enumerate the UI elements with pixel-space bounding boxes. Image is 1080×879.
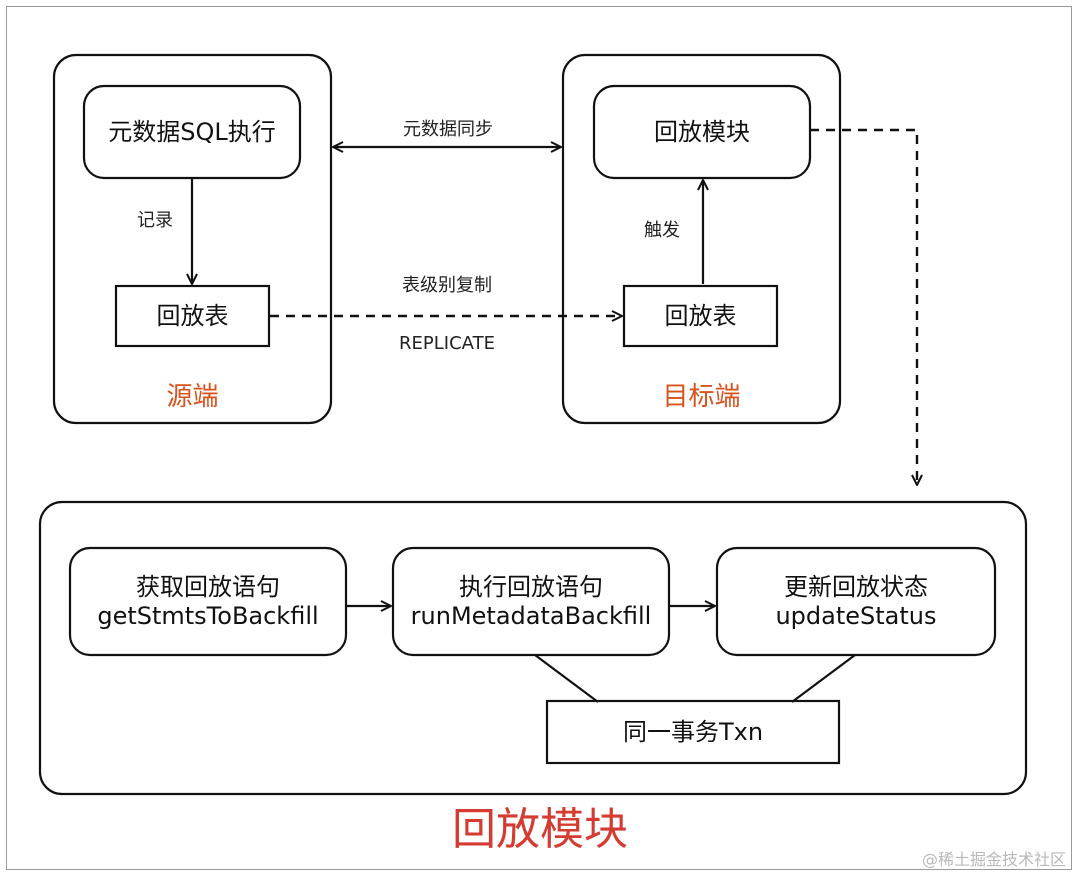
- step-run-backfill-func: runMetadataBackfill: [410, 601, 652, 630]
- target-region: [561, 53, 842, 425]
- step-update-status-title: 更新回放状态: [784, 572, 928, 601]
- txn-node: [545, 699, 841, 765]
- target-backfill-table-label: 回放表: [664, 301, 737, 330]
- step-run-backfill-node: [391, 546, 671, 657]
- module-to-detail-arrow: [810, 128, 923, 486]
- step-get-stmts-func: getStmtsToBackfill: [97, 601, 319, 630]
- step-get-stmts-node: [68, 546, 348, 657]
- step-update-status-node: [715, 546, 997, 657]
- watermark: @稀土掘金技术社区: [921, 850, 1066, 870]
- metadata-sync-label: 元数据同步: [403, 119, 493, 141]
- step-run-backfill-label: 执行回放语句 runMetadataBackfill: [393, 548, 669, 655]
- backfill-module-node: [592, 84, 812, 180]
- table-replication-label: 表级别复制: [402, 275, 492, 297]
- step-get-stmts-title: 获取回放语句: [136, 572, 280, 601]
- source-region-label: 源端: [166, 382, 219, 413]
- replicate-label: REPLICATE: [399, 333, 495, 355]
- record-label: 记录: [137, 210, 173, 232]
- step-update-status-label: 更新回放状态 updateStatus: [717, 548, 995, 655]
- target-backfill-table-node: [622, 284, 779, 348]
- step-update-status-func: updateStatus: [775, 601, 937, 630]
- txn-link-left: [534, 654, 599, 703]
- sql-exec-label: 元数据SQL执行: [108, 117, 276, 146]
- backfill-module-label: 回放模块: [654, 117, 750, 146]
- step-run-backfill-title: 执行回放语句: [459, 572, 603, 601]
- source-backfill-table-node: [114, 284, 271, 348]
- outer-frame: [6, 6, 1072, 870]
- source-backfill-table-label: 回放表: [156, 301, 229, 330]
- trigger-label: 触发: [644, 220, 680, 242]
- txn-label: 同一事务Txn: [622, 717, 764, 746]
- module-region: [38, 500, 1028, 796]
- source-region: [52, 53, 333, 425]
- step-get-stmts-label: 获取回放语句 getStmtsToBackfill: [70, 548, 346, 655]
- module-title: 回放模块: [452, 803, 628, 855]
- target-region-label: 目标端: [662, 382, 741, 413]
- txn-link-right: [791, 654, 856, 703]
